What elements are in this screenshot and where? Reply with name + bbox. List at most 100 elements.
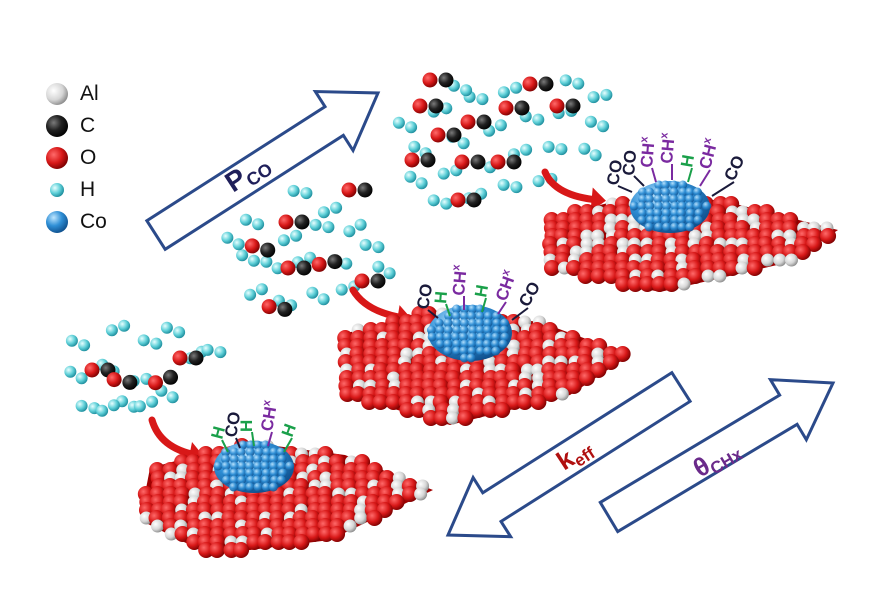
co-atom [451, 332, 461, 342]
h2-molecule [290, 229, 303, 242]
o-atom [603, 268, 620, 284]
al-atom [713, 269, 727, 283]
co-atom [269, 454, 279, 464]
h2-molecule [494, 119, 507, 132]
atom-swatch-icon [42, 82, 72, 106]
h-bond [481, 297, 487, 313]
co-atom [652, 215, 662, 225]
cobalt-particle-3 [629, 180, 712, 233]
o-atom [614, 346, 631, 362]
al-atom [773, 253, 787, 267]
co-label: CO [603, 158, 626, 186]
h2-molecule [75, 399, 88, 412]
al-atom [555, 387, 569, 401]
h2-molecule [572, 77, 585, 90]
co-atom [229, 482, 239, 492]
h2-molecule [559, 74, 572, 87]
o-atom [399, 402, 416, 418]
o-atom [530, 394, 547, 410]
h2-molecule [542, 140, 555, 153]
co-atom [460, 339, 470, 349]
co-atom [653, 208, 663, 218]
legend-label: C [80, 114, 96, 137]
h2-molecule [597, 120, 610, 133]
co-atom [468, 325, 478, 335]
chx-sub: x [499, 267, 513, 278]
o-atom [794, 244, 811, 260]
co-atom [253, 440, 263, 450]
h2-molecule [440, 197, 453, 210]
h-label: H [278, 421, 300, 439]
h-text: H [278, 421, 300, 439]
co-label: CO [413, 282, 436, 310]
co-atom [466, 353, 476, 363]
co-atom [646, 215, 656, 225]
co-molecule [327, 254, 343, 270]
co-atom [660, 180, 670, 190]
co-molecule [106, 372, 122, 388]
co-atom [670, 201, 680, 211]
co-atom [685, 194, 695, 204]
co-atom [229, 475, 239, 485]
co-atom [229, 447, 239, 457]
h2-molecule [510, 181, 523, 194]
chx-bond [267, 431, 273, 447]
h2-molecule [437, 167, 450, 180]
co-molecule [370, 273, 386, 289]
h2-molecule [383, 267, 396, 280]
co-atom [269, 468, 279, 478]
co-atom [213, 461, 223, 471]
h2-molecule [555, 143, 568, 156]
co-atom [468, 332, 478, 342]
h2-molecule [271, 262, 284, 275]
o-atom [724, 260, 741, 276]
h2-molecule [255, 283, 268, 296]
o-atom [590, 268, 607, 284]
co-atom [245, 461, 255, 471]
co-atom [260, 461, 270, 471]
o-atom [372, 394, 389, 410]
co-atom [221, 475, 231, 485]
al-atom [735, 261, 749, 275]
co-atom [498, 339, 508, 349]
co-atom [662, 222, 672, 232]
co-atom [677, 222, 687, 232]
co-molecule [188, 350, 204, 366]
co-molecule [460, 114, 476, 130]
co-atom [261, 475, 271, 485]
chx-text: CH [492, 274, 518, 304]
chx-sub: x [261, 398, 274, 407]
h-text: H [208, 424, 230, 441]
h2-molecule [78, 339, 91, 352]
h2-molecule [118, 319, 131, 332]
co-atom [638, 194, 648, 204]
co-atom [452, 325, 462, 335]
h2-molecule [532, 175, 545, 188]
h2-molecule [166, 391, 179, 404]
o-atom [820, 228, 837, 244]
al-atom [677, 277, 691, 291]
al-atom [446, 411, 460, 425]
h2-molecule [146, 395, 159, 408]
h2-molecule [221, 231, 234, 244]
co-atom [637, 208, 647, 218]
h2-molecule [287, 184, 300, 197]
h2-molecule [520, 143, 533, 156]
adsorption-arrow-1 [148, 416, 200, 459]
o-atom [806, 236, 823, 252]
h2-molecule [236, 249, 249, 262]
co-atom [237, 461, 247, 471]
co-atom [443, 325, 453, 335]
h2-molecule [476, 93, 489, 106]
h2-molecule [247, 254, 260, 267]
h2-molecule [335, 283, 348, 296]
co-molecule [280, 260, 296, 276]
adsorption-arrow-3 [541, 168, 602, 204]
co-bond [235, 437, 241, 449]
h2-molecule [239, 213, 252, 226]
co-atom [482, 339, 492, 349]
co-bond [511, 307, 529, 321]
co-atom [230, 461, 240, 471]
o-atom [543, 260, 560, 276]
co-atom [475, 339, 485, 349]
